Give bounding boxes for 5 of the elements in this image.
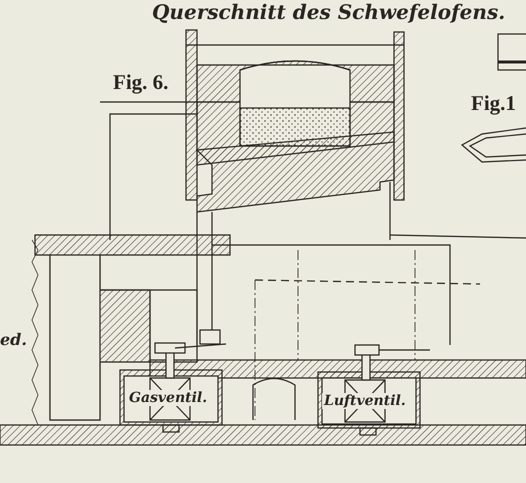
caption-fragment: ed. — [0, 332, 27, 348]
figure-number: Fig.1 — [471, 93, 516, 114]
valve-label: Luftventil. — [322, 393, 408, 409]
figure-title: Querschnitt des Schwefelofens. — [152, 2, 506, 22]
figure-number: Fig. 6. — [113, 72, 168, 93]
